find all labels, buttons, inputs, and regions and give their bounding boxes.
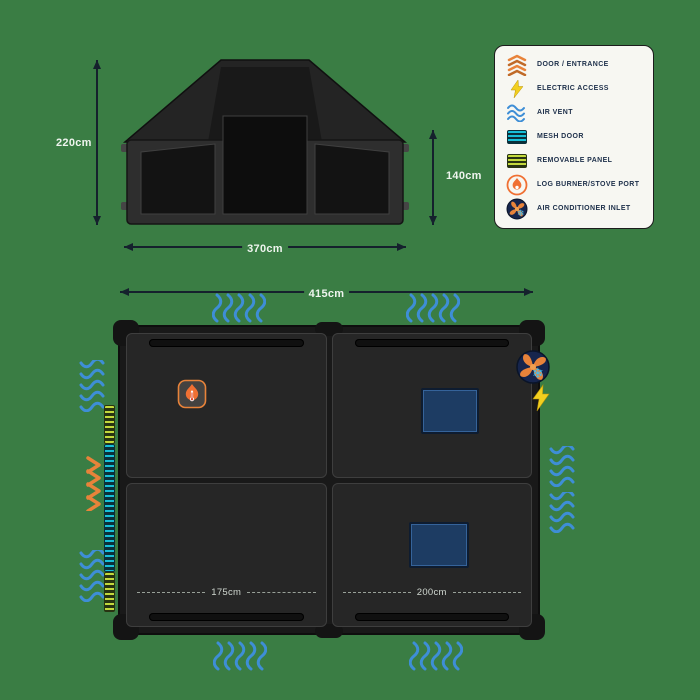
legend-label: AIR CONDITIONER INLET xyxy=(537,205,631,213)
air-vent-icon xyxy=(406,293,460,323)
legend-item-log-burner: LOG BURNER/STOVE PORT xyxy=(505,174,643,196)
svg-text:❄: ❄ xyxy=(532,366,544,382)
removable-panel-icon xyxy=(505,154,529,168)
door-entrance-icon xyxy=(505,54,529,76)
zipper-strip xyxy=(149,339,304,347)
zipper-strip xyxy=(354,613,509,621)
height-dimension-label: 220cm xyxy=(56,137,92,149)
legend-label: LOG BURNER/STOVE PORT xyxy=(537,181,640,189)
zipper-strip xyxy=(149,613,304,621)
air-vent-icon xyxy=(549,492,575,533)
legend-item-electric-access: ELECTRIC ACCESS xyxy=(505,79,643,99)
legend-item-removable-panel: REMOVABLE PANEL xyxy=(505,151,643,171)
removable-panel-strip xyxy=(104,572,115,612)
zipper-strip xyxy=(354,339,509,347)
door-entrance-icon xyxy=(86,456,101,511)
air-conditioner-icon: ❄ xyxy=(505,198,529,220)
window-panel xyxy=(408,521,469,568)
tent-width-dimension-arrow: 370cm xyxy=(124,243,406,255)
air-vent-icon xyxy=(409,641,463,671)
legend-item-mesh-door: MESH DOOR xyxy=(505,127,643,147)
air-vent-icon xyxy=(549,446,575,487)
left-section-label: 175cm xyxy=(211,586,242,598)
electric-access-icon xyxy=(505,80,529,98)
room-front-right xyxy=(331,333,532,478)
air-vent-icon xyxy=(213,641,267,671)
window-panel xyxy=(420,388,479,434)
room-back-left: 175cm xyxy=(126,482,327,627)
tent-width-dimension-label: 370cm xyxy=(242,243,288,255)
room-back-right: 200cm xyxy=(331,482,532,627)
height-dimension-arrow xyxy=(93,60,101,225)
opening-height-dimension-arrow xyxy=(429,130,437,225)
pole-tab xyxy=(315,322,343,336)
legend-label: REMOVABLE PANEL xyxy=(537,157,613,165)
legend-item-air-vent: AIR VENT xyxy=(505,103,643,123)
air-vent-icon xyxy=(212,293,266,323)
legend-label: AIR VENT xyxy=(537,109,573,117)
mesh-door-icon xyxy=(505,130,529,144)
svg-text:❄: ❄ xyxy=(517,209,525,219)
log-burner-icon xyxy=(505,174,529,196)
air-conditioner-icon: ❄ xyxy=(516,350,550,384)
left-section-measure: 175cm xyxy=(137,587,316,598)
log-burner-icon xyxy=(177,379,207,409)
pole-tab xyxy=(315,624,343,638)
legend-item-door-entrance: DOOR / ENTRANCE xyxy=(505,54,643,76)
electric-access-icon xyxy=(532,384,550,412)
floorplan-rooms: 175cm 200cm xyxy=(126,333,532,627)
legend-panel: DOOR / ENTRANCE ELECTRIC ACCESS AIR VENT xyxy=(494,45,654,229)
floorplan-width-dimension-arrow: 415cm xyxy=(120,288,533,300)
right-section-label: 200cm xyxy=(416,586,447,598)
removable-panel-strip xyxy=(104,405,115,444)
floorplan: 175cm 200cm xyxy=(113,320,545,640)
air-vent-icon xyxy=(79,550,105,602)
legend-label: ELECTRIC ACCESS xyxy=(537,85,609,93)
air-vent-icon xyxy=(79,360,105,412)
right-section-measure: 200cm xyxy=(343,587,522,598)
floorplan-width-dimension-label: 415cm xyxy=(303,288,350,300)
room-front-left xyxy=(126,333,327,478)
legend-item-air-conditioner: ❄ AIR CONDITIONER INLET xyxy=(505,198,643,220)
legend-label: MESH DOOR xyxy=(537,133,584,141)
legend-label: DOOR / ENTRANCE xyxy=(537,61,609,69)
mesh-door-strip xyxy=(104,444,115,572)
tent-front-elevation xyxy=(121,59,409,225)
opening-height-dimension-label: 140cm xyxy=(446,170,482,182)
air-vent-icon xyxy=(505,104,529,122)
